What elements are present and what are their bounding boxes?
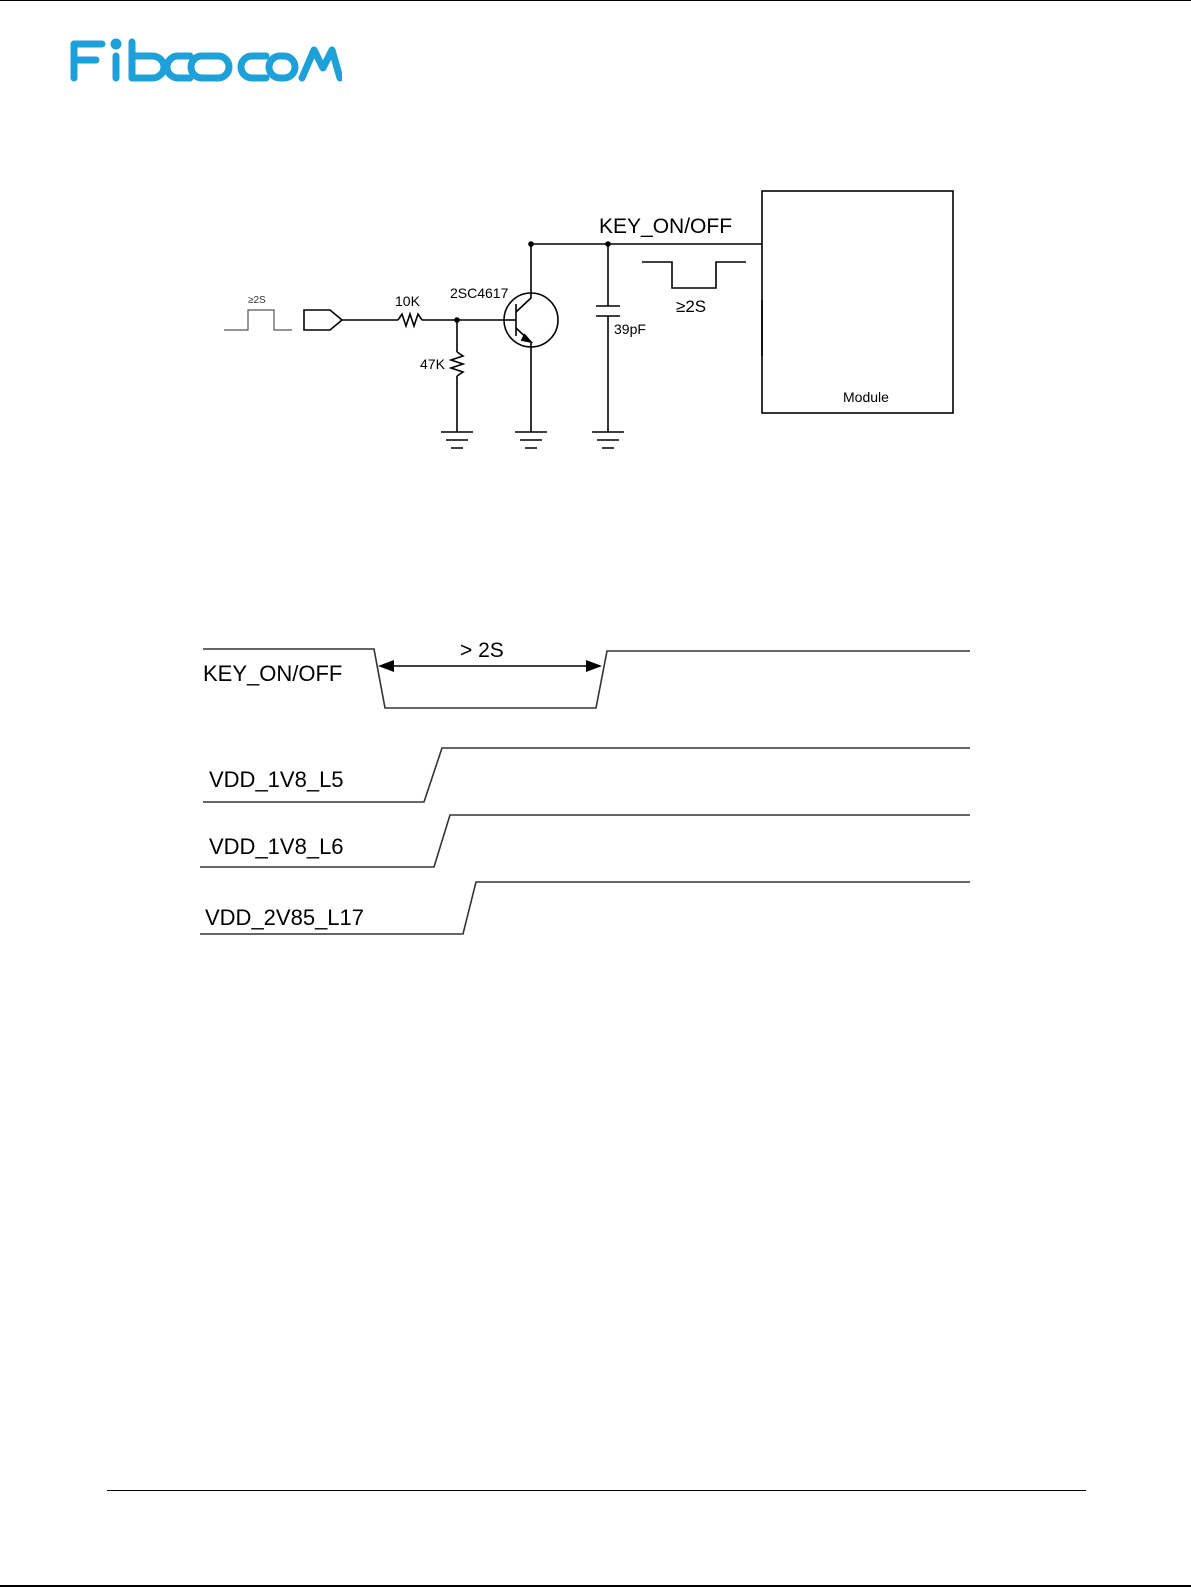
- signal-label-vdd-2v85-l17: VDD_2V85_L17: [205, 905, 364, 930]
- duration-label: > 2S: [460, 639, 504, 662]
- arrow-head-left: [378, 660, 394, 672]
- arrow-head-right: [586, 660, 602, 672]
- power-on-timing-diagram: > 2S KEY_ON/OFF VDD_1V8_L5 VDD_1V8_L6 VD…: [0, 0, 1191, 960]
- signal-label-vdd-1v8-l6: VDD_1V8_L6: [209, 834, 344, 859]
- signal-label-key-on-off: KEY_ON/OFF: [203, 661, 342, 686]
- footer-rule: [107, 1490, 1086, 1491]
- page-bottom-border: [0, 1585, 1191, 1587]
- signal-label-vdd-1v8-l5: VDD_1V8_L5: [209, 767, 344, 792]
